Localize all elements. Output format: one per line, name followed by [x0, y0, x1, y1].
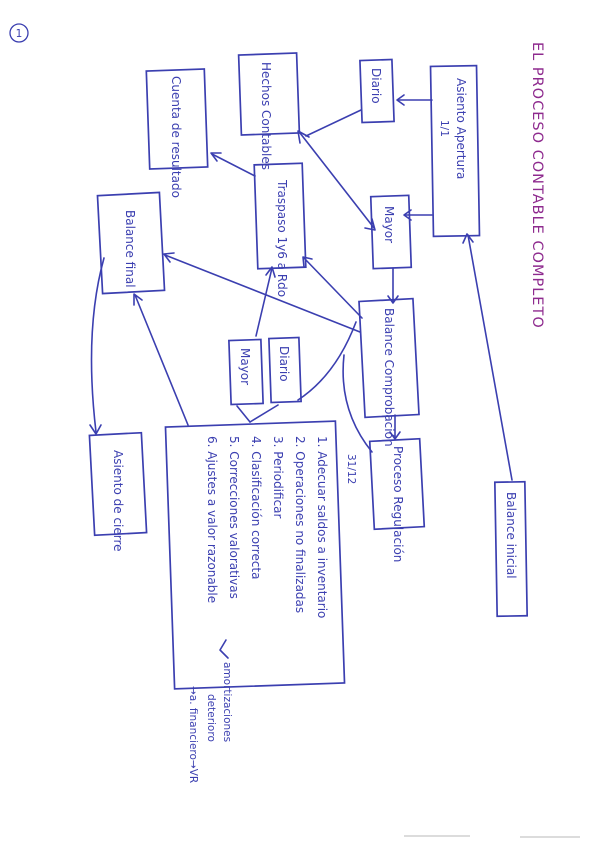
proceso-regulacion-label: Proceso Regulación — [391, 446, 405, 562]
node-balance-inicial: Balance inicial — [493, 480, 529, 618]
node-balance-final: Balance final — [96, 191, 166, 295]
mayor-mid-label: Mayor — [238, 348, 252, 385]
annotation-financiero: →a. financiero→VR — [187, 686, 199, 783]
balance-inicial-label: Balance inicial — [504, 492, 518, 579]
annotation-amortizaciones: amortizaciones — [221, 662, 233, 742]
page-title: EL PROCESO CONTABLE COMPLETO — [529, 42, 545, 329]
step-5: 5. Correcciones valorativas — [227, 436, 241, 599]
node-diario-top: Diario — [359, 58, 395, 124]
node-asiento-apertura: Asiento Apertura 1/1 — [429, 64, 481, 238]
step-1: 1. Adecuar saldos a inventario — [315, 436, 329, 618]
page-edge-marks — [404, 835, 580, 838]
page-number: 1 — [9, 23, 29, 43]
page-number-text: 1 — [16, 28, 23, 40]
balance-comprobacion-label: Balance Comprobación — [382, 308, 396, 447]
asiento-apertura-date: 1/1 — [438, 120, 450, 137]
node-hechos-contables: Hechos Contables — [237, 52, 301, 170]
annotation-deterioro: deterioro — [205, 694, 217, 742]
balance-final-label: Balance final — [123, 210, 137, 288]
traspaso-label: Traspaso 1y6 a Rdo — [275, 179, 289, 297]
cuenta-resultado-label: Cuenta de resultado — [169, 76, 183, 198]
step-3: 3. Periodificar — [271, 436, 285, 519]
diario-top-label: Diario — [369, 68, 383, 104]
node-balance-comprobacion: Balance Comprobación — [358, 297, 420, 447]
mayor-top-label: Mayor — [382, 206, 396, 243]
node-traspaso: Traspaso 1y6 a Rdo — [253, 162, 307, 297]
asiento-cierre-label: Asiento de cierre — [111, 450, 125, 552]
regulacion-date: 31/12 — [345, 454, 357, 484]
node-proceso-regulacion: Proceso Regulación 31/12 — [345, 437, 426, 562]
node-mayor-mid: Mayor — [228, 338, 264, 406]
step-4: 4. Clasificación correcta — [249, 436, 263, 580]
step-6: 6. Ajustes a valor razonable — [205, 436, 219, 603]
step-2: 2. Operaciones no finalizadas — [293, 436, 307, 613]
node-mayor-top: Mayor — [369, 194, 413, 270]
hechos-contables-label: Hechos Contables — [259, 62, 273, 170]
node-steps-box: 1. Adecuar saldos a inventario 2. Operac… — [164, 420, 346, 690]
connector-lines — [89, 94, 513, 481]
node-asiento-cierre: Asiento de cierre — [88, 431, 148, 552]
node-diario-mid: Diario — [268, 336, 302, 404]
node-cuenta-resultado: Cuenta de resultado — [145, 68, 209, 198]
step-annotations: amortizaciones deterioro →a. financiero→… — [187, 639, 233, 783]
asiento-apertura-label: Asiento Apertura — [454, 78, 468, 179]
diario-mid-label: Diario — [277, 346, 291, 382]
